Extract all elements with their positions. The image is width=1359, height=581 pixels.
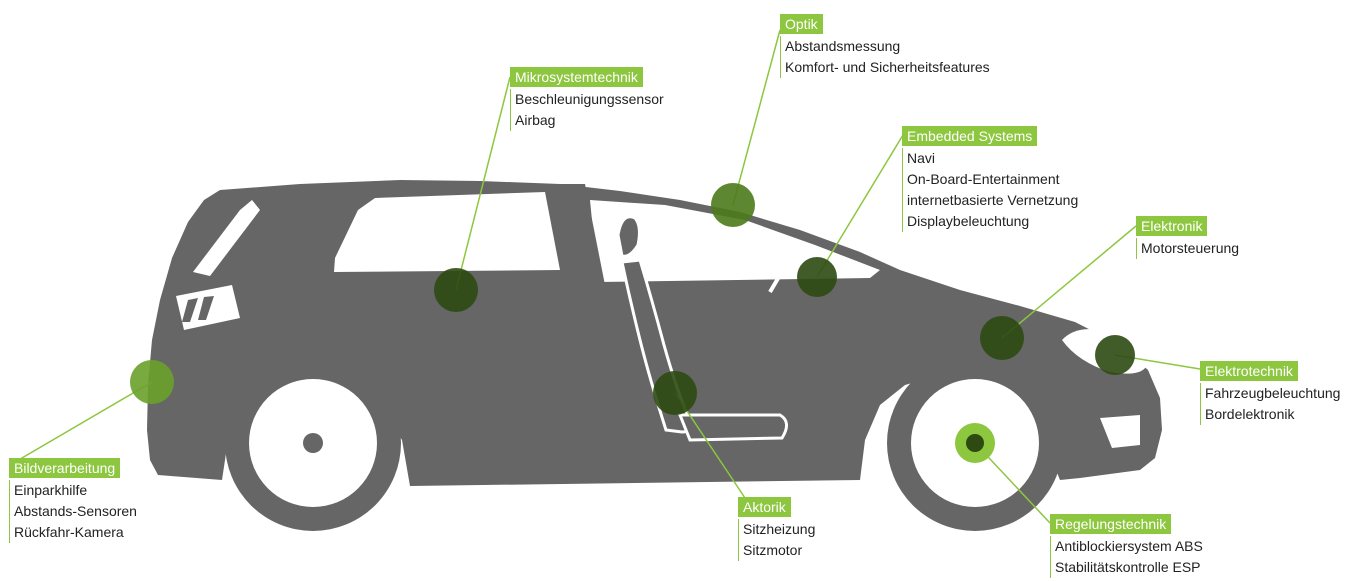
callout-item: On-Board-Entertainment bbox=[907, 171, 1060, 187]
callout-items: Einparkhilfe Abstands-Sensoren Rückfahr-… bbox=[9, 480, 137, 543]
callout-items: Fahrzeugbeleuchtung Bordelektronik bbox=[1200, 383, 1340, 425]
callout-elektrotechnik: Elektrotechnik Fahrzeugbeleuchtung Borde… bbox=[1200, 361, 1340, 425]
connector-embedded bbox=[816, 134, 904, 278]
hotspot-regelung-inner bbox=[966, 434, 984, 452]
callout-mikro: Mikrosystemtechnik Beschleunigungssensor… bbox=[510, 67, 664, 131]
steering-column bbox=[768, 256, 792, 294]
callout-item: Abstandsmessung bbox=[785, 38, 901, 54]
rear-light-stripe bbox=[193, 200, 260, 276]
callout-aktorik: Aktorik Sitzheizung Sitzmotor bbox=[738, 497, 815, 561]
connector-bild bbox=[9, 381, 153, 466]
fog-light bbox=[1100, 415, 1140, 448]
callout-title: Bildverarbeitung bbox=[9, 458, 121, 478]
b-pillar bbox=[560, 184, 605, 287]
callout-bild: Bildverarbeitung Einparkhilfe Abstands-S… bbox=[9, 458, 137, 543]
callout-title: Aktorik bbox=[738, 497, 791, 517]
rear-wheel-hub bbox=[303, 433, 323, 453]
connector-lines bbox=[9, 29, 1201, 524]
callout-item: Antiblockiersystem ABS bbox=[1055, 538, 1203, 554]
callout-items: Navi On-Board-Entertainment internetbasi… bbox=[902, 148, 1078, 232]
callout-item: Rückfahr-Kamera bbox=[14, 524, 124, 540]
hotspots bbox=[130, 183, 1135, 463]
callout-items: Abstandsmessung Komfort- und Sicherheits… bbox=[780, 36, 990, 78]
callout-item: Fahrzeugbeleuchtung bbox=[1205, 385, 1341, 401]
callout-items: Sitzheizung Sitzmotor bbox=[738, 519, 815, 561]
callout-item: Sitzmotor bbox=[743, 542, 803, 558]
callout-item: Komfort- und Sicherheitsfeatures bbox=[785, 59, 990, 75]
callout-item: Motorsteuerung bbox=[1141, 240, 1240, 256]
callout-elektronik: Elektronik Motorsteuerung bbox=[1136, 216, 1239, 259]
callout-item: Einparkhilfe bbox=[14, 482, 88, 498]
callout-items: Motorsteuerung bbox=[1136, 238, 1239, 259]
callout-title: Optik bbox=[780, 14, 823, 34]
hotspot-embedded[interactable] bbox=[797, 257, 837, 297]
callout-item: Beschleunigungssensor bbox=[515, 91, 664, 107]
callout-title: Embedded Systems bbox=[902, 126, 1038, 146]
callout-item: Airbag bbox=[515, 112, 556, 128]
callout-regelung: Regelungstechnik Antiblockiersystem ABS … bbox=[1050, 514, 1203, 578]
hotspot-optik[interactable] bbox=[711, 183, 755, 227]
connector-elektronik bbox=[1001, 225, 1137, 339]
callout-embedded: Embedded Systems Navi On-Board-Entertain… bbox=[902, 126, 1078, 232]
hotspot-bild[interactable] bbox=[130, 360, 174, 404]
callout-item: Abstands-Sensoren bbox=[14, 503, 137, 519]
connector-mikro bbox=[455, 76, 511, 291]
callout-title: Regelungstechnik bbox=[1050, 514, 1172, 534]
hotspot-elektrotechnik[interactable] bbox=[1095, 335, 1135, 375]
hotspot-elektronik[interactable] bbox=[980, 316, 1024, 360]
rear-window bbox=[334, 192, 560, 272]
callout-item: Bordelektronik bbox=[1205, 406, 1295, 422]
callout-item: internetbasierte Vernetzung bbox=[907, 192, 1079, 208]
connector-optik bbox=[732, 29, 781, 206]
hotspot-mikro[interactable] bbox=[434, 268, 478, 312]
callout-item: Sitzheizung bbox=[743, 521, 816, 537]
taillight-inner bbox=[182, 296, 214, 322]
callout-item: Stabilitätskontrolle ESP bbox=[1055, 559, 1201, 575]
callout-title: Elektrotechnik bbox=[1200, 361, 1298, 381]
seat-cushion bbox=[677, 413, 788, 442]
callout-item: Navi bbox=[907, 150, 936, 166]
callout-title: Elektronik bbox=[1136, 216, 1208, 236]
callout-title: Mikrosystemtechnik bbox=[510, 67, 643, 87]
callout-optik: Optik Abstandsmessung Komfort- und Siche… bbox=[780, 14, 990, 78]
callout-items: Antiblockiersystem ABS Stabilitätskontro… bbox=[1050, 536, 1203, 578]
hotspot-aktorik[interactable] bbox=[653, 371, 697, 415]
callout-items: Beschleunigungssensor Airbag bbox=[510, 89, 664, 131]
callout-item: Displaybeleuchtung bbox=[907, 213, 1030, 229]
